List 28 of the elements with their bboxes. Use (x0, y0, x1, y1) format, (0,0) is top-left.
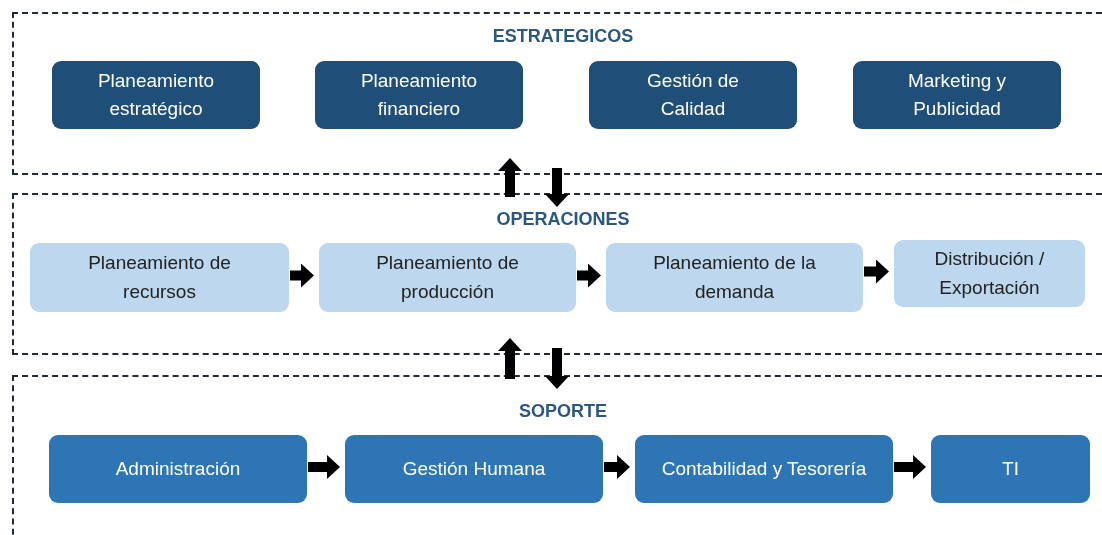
dashed-section-band (12, 193, 1102, 355)
block-arrow (577, 263, 601, 288)
block-arrow (545, 348, 569, 389)
block-arrow (498, 338, 522, 379)
process-box: Planeamiento de producción (319, 243, 576, 312)
block-arrow (894, 455, 926, 479)
section-title: OPERACIONES (496, 209, 630, 230)
process-box: Gestión de Calidad (589, 61, 797, 129)
dashed-section-band (12, 375, 1102, 535)
process-box: Administración (49, 435, 307, 503)
dashed-section-band (12, 12, 1102, 175)
block-arrow (498, 158, 522, 197)
section-title: SOPORTE (519, 401, 607, 422)
process-box: Contabilidad y Tesorería (635, 435, 893, 503)
block-arrow (545, 168, 569, 207)
process-box: Marketing y Publicidad (853, 61, 1061, 129)
process-box: Distribución / Exportación (894, 240, 1085, 307)
block-arrow (864, 259, 889, 284)
section-title: ESTRATEGICOS (492, 26, 634, 47)
process-box: Planeamiento financiero (315, 61, 523, 129)
process-box: Planeamiento de la demanda (606, 243, 863, 312)
block-arrow (604, 455, 630, 479)
process-box: Planeamiento estratégico (52, 61, 260, 129)
process-box: Gestión Humana (345, 435, 603, 503)
process-box: Planeamiento de recursos (30, 243, 289, 312)
process-box: TI (931, 435, 1090, 503)
block-arrow (308, 455, 340, 479)
block-arrow (290, 263, 314, 288)
